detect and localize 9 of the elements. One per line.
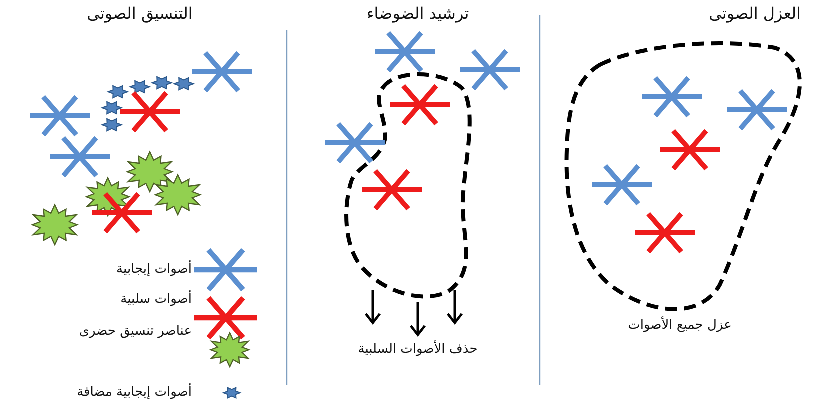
panel-title: التنسيق الصوتى [87, 4, 193, 23]
caption: حذف الأصوات السلبية [358, 342, 478, 357]
legend-label: أصوات إيجابية مضافة [77, 385, 192, 400]
legend-label: أصوات إيجابية [116, 262, 192, 277]
legend-label: عناصر تنسيق حضرى [79, 324, 192, 339]
legend-label: أصوات سلبية [120, 292, 192, 307]
panel-title: ترشيد الضوضاء [366, 4, 470, 23]
panel-title: العزل الصوتى [709, 4, 801, 23]
caption: عزل جميع الأصوات [628, 318, 732, 333]
